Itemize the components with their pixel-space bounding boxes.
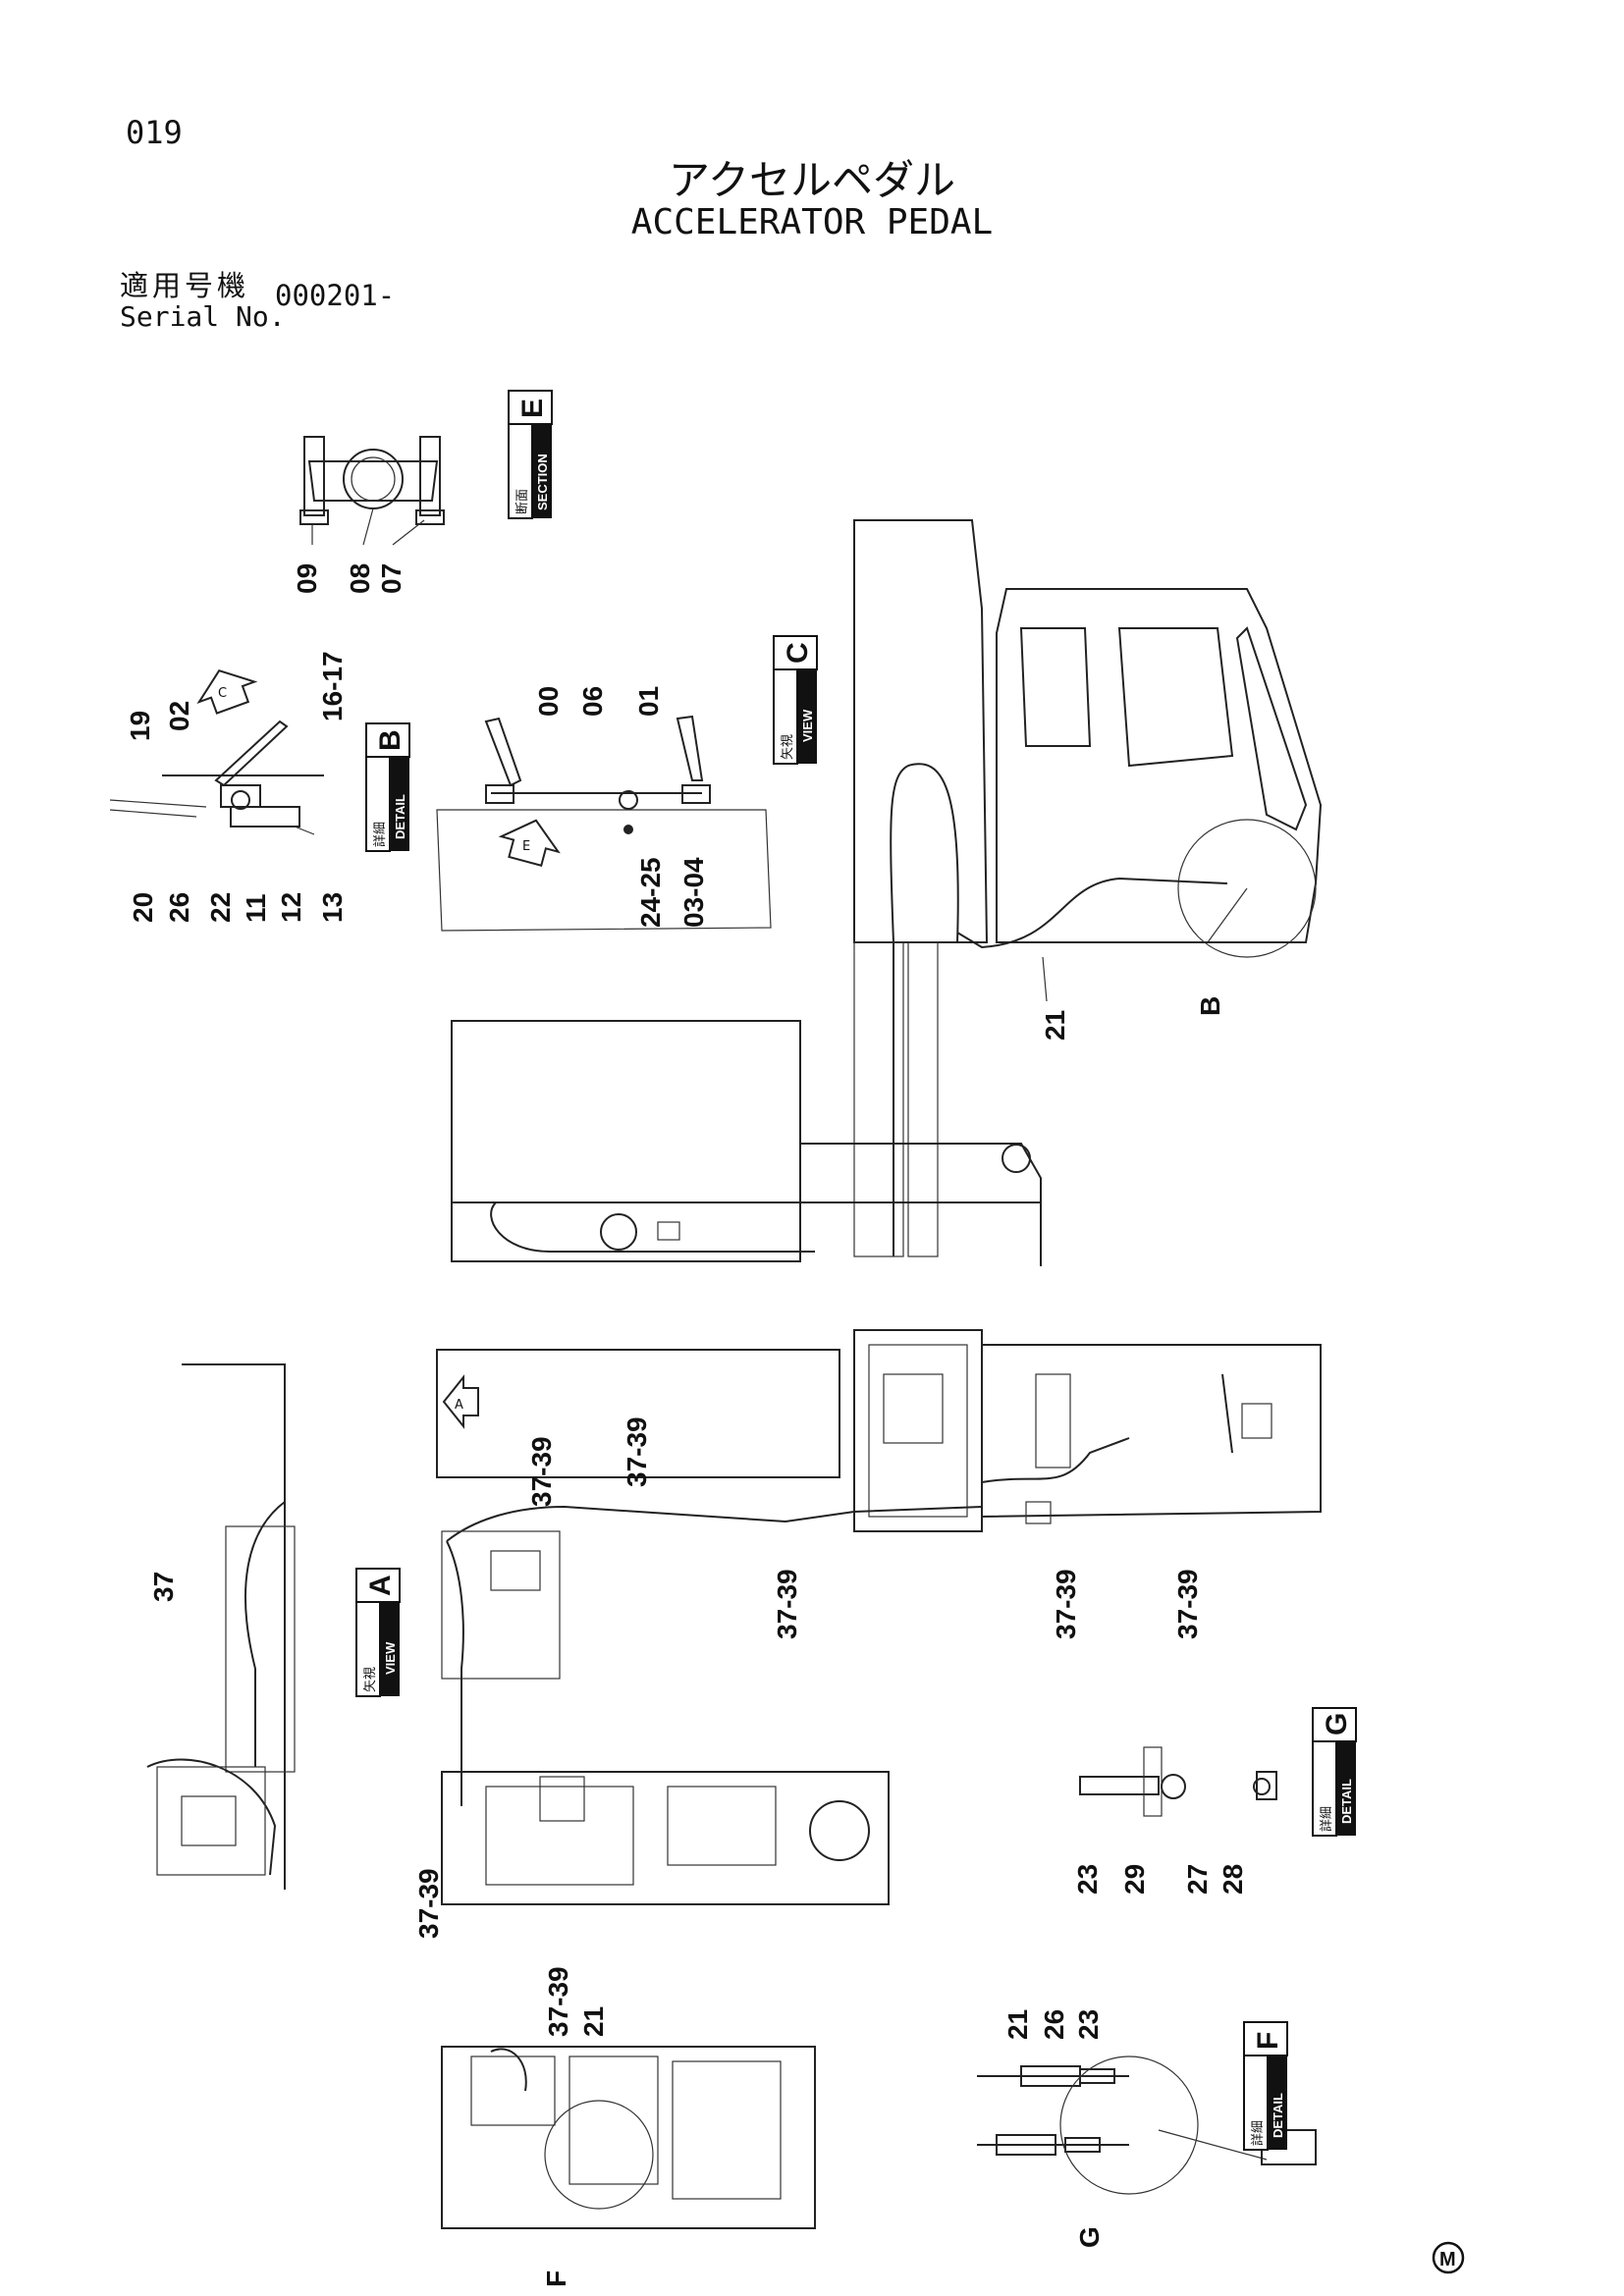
callout-26: 26 (164, 892, 194, 923)
callout-23-f: 23 (1073, 2009, 1104, 2040)
callout-37-39-d: 37-39 (1051, 1569, 1081, 1639)
svg-text:A: A (364, 1575, 397, 1596)
callout-16-17: 16-17 (317, 651, 348, 721)
svg-text:VIEW: VIEW (800, 709, 815, 742)
callout-20: 20 (128, 892, 158, 923)
svg-text:F: F (1252, 2032, 1284, 2050)
callout-37-39-c: 37-39 (772, 1569, 802, 1639)
callout-21-cab: 21 (1040, 1010, 1070, 1041)
callout-03-04: 03-04 (678, 857, 709, 928)
serial-label-japanese: 適用号機 (120, 269, 250, 302)
svg-text:E: E (516, 399, 549, 418)
manufacturer-mark: M (1432, 2241, 1465, 2274)
callout-12: 12 (276, 892, 306, 923)
callout-02: 02 (164, 701, 194, 731)
svg-text:C: C (782, 642, 814, 664)
svg-text:B: B (374, 729, 406, 751)
circle-label-b: B (1195, 996, 1225, 1016)
svg-text:DETAIL: DETAIL (1271, 2093, 1285, 2138)
svg-text:断面: 断面 (515, 489, 530, 514)
svg-text:G: G (1321, 1713, 1353, 1735)
callout-37-39-e: 37-39 (1172, 1569, 1203, 1639)
view-a-drawing (146, 1363, 296, 1890)
svg-text:SECTION: SECTION (535, 454, 550, 510)
callout-26-f: 26 (1039, 2009, 1069, 2040)
detail-g-label: 詳細 DETAIL G (1312, 1707, 1357, 1837)
lower-engine-drawing (441, 2046, 816, 2229)
callout-29: 29 (1119, 1864, 1150, 1895)
svg-text:詳細: 詳細 (372, 822, 388, 847)
callout-08: 08 (345, 563, 375, 594)
svg-text:DETAIL: DETAIL (393, 794, 407, 839)
callout-00: 00 (533, 686, 564, 717)
callout-19: 19 (125, 711, 155, 741)
page-title: ACCELERATOR PEDAL (630, 202, 994, 242)
page-title-japanese: アクセルペダル (669, 156, 955, 204)
view-c-drawing (436, 715, 772, 932)
svg-text:矢視: 矢視 (781, 734, 795, 760)
detail-f-label: 詳細 DETAIL F (1243, 2021, 1288, 2151)
svg-text:DETAIL: DETAIL (1339, 1779, 1354, 1824)
callout-37-39-engine: 37-39 (413, 1868, 444, 1939)
callout-07: 07 (376, 563, 406, 594)
serial-number-value: 000201- (275, 279, 396, 312)
view-c-label: 矢視 VIEW C (773, 635, 818, 765)
svg-text:M: M (1439, 2249, 1456, 2270)
callout-21-f: 21 (1002, 2009, 1033, 2040)
serial-label: Serial No. (120, 300, 286, 333)
circle-label-f: F (541, 2270, 571, 2287)
arrow-a: A (442, 1374, 479, 1429)
svg-text:VIEW: VIEW (383, 1641, 398, 1675)
callout-01: 01 (633, 686, 664, 717)
engine-drawing (441, 1771, 890, 1905)
svg-text:詳細: 詳細 (1319, 1806, 1334, 1832)
page-number: 019 (126, 114, 183, 151)
callout-11: 11 (241, 893, 271, 923)
arrow-c: C (196, 669, 258, 715)
frame-drawing (436, 1329, 1322, 1806)
callout-24-25: 24-25 (635, 857, 666, 928)
section-e-drawing (299, 436, 445, 546)
detail-g-drawing (1079, 1746, 1277, 1817)
callout-09: 09 (292, 563, 322, 594)
svg-text:A: A (455, 1398, 463, 1413)
callout-28: 28 (1218, 1864, 1248, 1895)
callout-06: 06 (577, 686, 608, 717)
callout-21-lower: 21 (578, 2006, 609, 2037)
view-a-label: 矢視 VIEW A (355, 1568, 401, 1697)
callout-22: 22 (205, 892, 236, 923)
section-e-label: 断面 SECTION E (508, 390, 553, 519)
circle-label-g: G (1074, 2226, 1105, 2248)
leader-21 (1042, 956, 1048, 1002)
callout-37-39-a: 37-39 (526, 1436, 557, 1507)
detail-b-label: 詳細 DETAIL B (365, 722, 410, 852)
callout-27: 27 (1182, 1864, 1213, 1895)
callout-37-39-lower: 37-39 (543, 1966, 573, 2037)
svg-text:C: C (218, 686, 227, 701)
svg-text:詳細: 詳細 (1250, 2120, 1266, 2146)
svg-text:E: E (522, 839, 530, 854)
callout-13: 13 (317, 892, 348, 923)
svg-text:矢視: 矢視 (363, 1667, 378, 1692)
callout-37: 37 (148, 1572, 179, 1602)
callout-23-g: 23 (1072, 1864, 1103, 1895)
arrow-e: E (498, 819, 561, 867)
upper-frame-drawing (451, 1020, 1042, 1262)
callout-37-39-b: 37-39 (622, 1416, 652, 1487)
detail-b-drawing (109, 720, 324, 835)
cab-and-boom-drawing (800, 519, 1323, 1266)
